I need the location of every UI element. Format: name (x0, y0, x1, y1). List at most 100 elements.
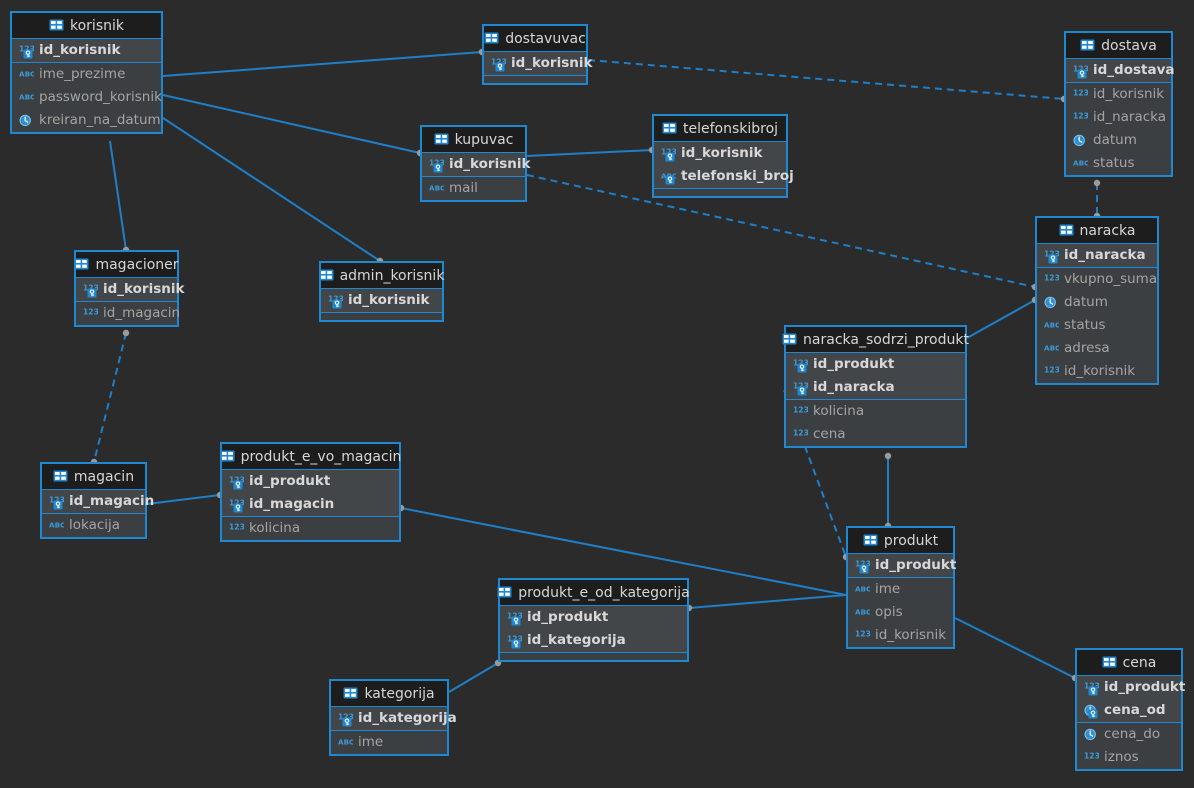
svg-text:123: 123 (507, 634, 522, 643)
table-header-dostavuvac[interactable]: dostavuvac (484, 26, 586, 52)
text-icon: ABC (19, 68, 34, 82)
table-grid-icon (1080, 39, 1095, 53)
number-icon: 123 (1044, 273, 1059, 287)
number-icon: 123 (793, 405, 808, 419)
table-header-kupuvac[interactable]: kupuvac (422, 127, 525, 153)
table-header-kategorija[interactable]: kategorija (331, 681, 447, 707)
table-header-korisnik[interactable]: korisnik (12, 13, 161, 39)
table-grid-icon (53, 470, 68, 484)
column-name: ime (875, 580, 901, 597)
empty-column-group (484, 76, 586, 83)
relationship-naracka-to-naracka_sodrzi_produkt (966, 299, 1036, 339)
column-kreiran_na_datum[interactable]: kreiran_na_datum (12, 109, 161, 132)
number-key-icon: 123 (229, 498, 244, 512)
table-header-naracka[interactable]: naracka (1037, 218, 1157, 244)
svg-text:123: 123 (793, 405, 808, 414)
column-name: opis (875, 603, 903, 620)
table-header-naracka_sodrzi_produkt[interactable]: naracka_sodrzi_produkt (782, 327, 969, 353)
table-header-dostava[interactable]: dostava (1066, 33, 1171, 59)
column-datum[interactable]: datum (1066, 129, 1171, 152)
column-telefonski_broj[interactable]: ABCtelefonski_broj (654, 165, 794, 188)
table-header-produkt[interactable]: produkt (848, 528, 953, 554)
column-ime[interactable]: ABC ime (848, 578, 953, 601)
column-cena_od[interactable]: cena_od (1077, 699, 1181, 722)
table-header-produkt_e_od_kategorija[interactable]: produkt_e_od_kategorija (497, 580, 690, 606)
table-header-cena[interactable]: cena (1077, 650, 1181, 676)
svg-text:ABC: ABC (1073, 158, 1088, 167)
svg-text:123: 123 (1044, 365, 1059, 374)
column-name: status (1093, 154, 1135, 171)
table-header-produkt_e_vo_magacin[interactable]: produkt_e_vo_magacin (220, 444, 401, 470)
text-icon: ABC (1044, 319, 1059, 333)
table-name: dostava (1101, 37, 1157, 54)
table-header-magacioner[interactable]: magacioner (74, 252, 179, 278)
table-header-telefonskibroj[interactable]: telefonskibroj (654, 116, 786, 142)
table-header-admin_korisnik[interactable]: admin_korisnik (319, 263, 444, 289)
table-header-magacin[interactable]: magacin (42, 464, 145, 490)
svg-text:123: 123 (1084, 751, 1099, 760)
column-name: id_korisnik (681, 144, 763, 161)
column-status[interactable]: ABC status (1066, 152, 1171, 175)
number-key-icon: 123 (229, 475, 244, 489)
table-telefonskibroj[interactable]: telefonskibroj123id_korisnikABCtelefonsk… (652, 114, 794, 198)
svg-text:ABC: ABC (855, 584, 870, 593)
column-cena_do[interactable]: cena_do (1077, 723, 1181, 746)
date-icon (1073, 134, 1088, 148)
column-datum[interactable]: datum (1037, 291, 1157, 314)
svg-text:ABC: ABC (1044, 343, 1059, 352)
svg-text:123: 123 (429, 158, 444, 167)
